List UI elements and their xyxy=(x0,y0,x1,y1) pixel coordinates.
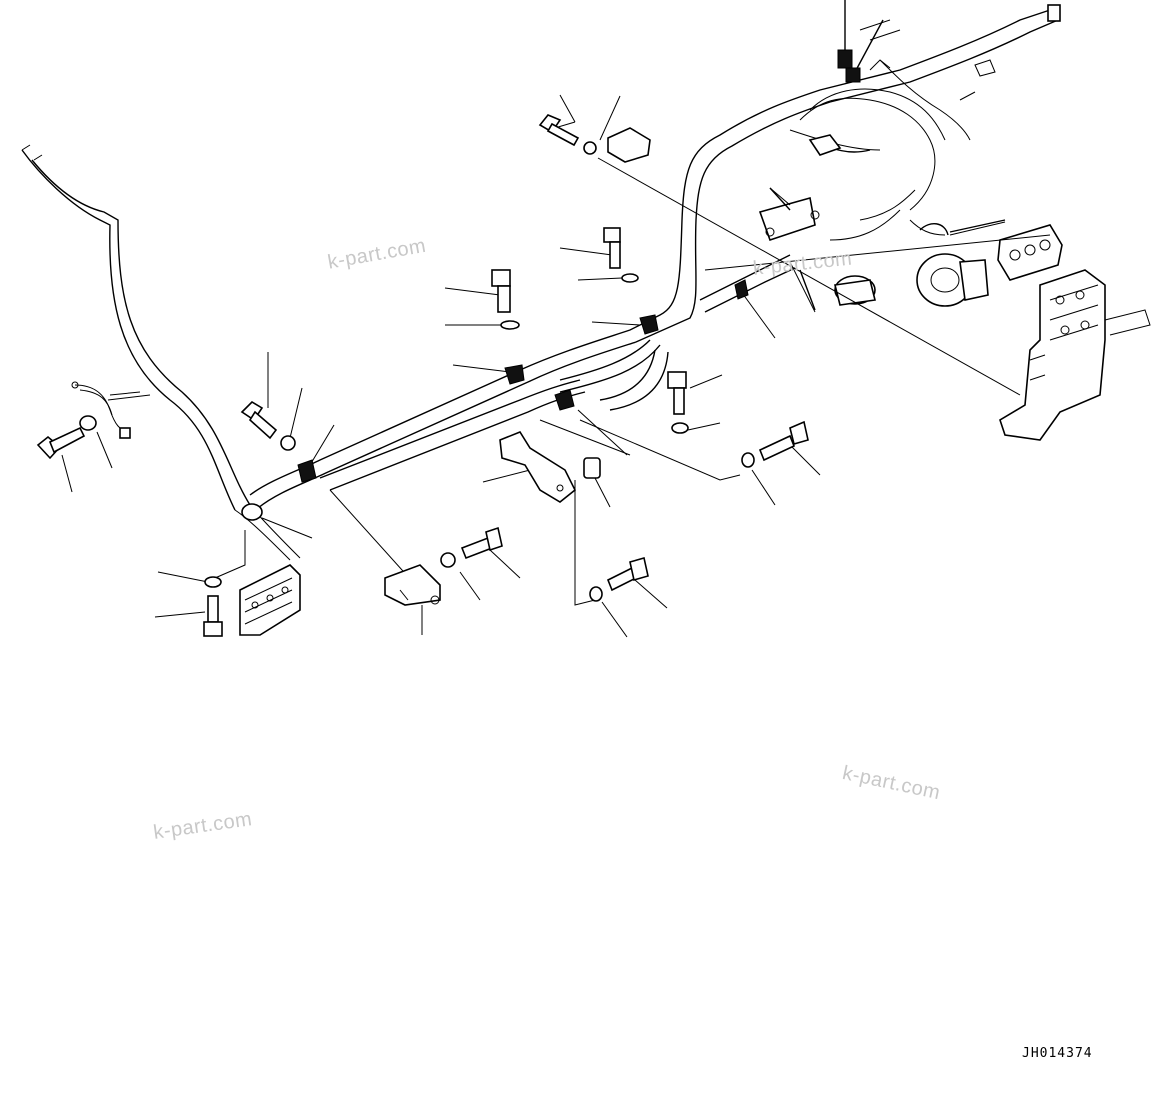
clamp-e xyxy=(241,503,263,521)
relay-bracket xyxy=(758,187,820,242)
washer-d xyxy=(79,415,97,431)
clamp-center-b xyxy=(554,389,575,411)
secondary-harness-cable xyxy=(319,254,796,491)
washer-c xyxy=(280,435,296,451)
bolt-e xyxy=(203,595,223,637)
clamp-b xyxy=(504,364,525,385)
clamp-c xyxy=(297,459,317,483)
bolt-i xyxy=(758,420,809,462)
main-harness-cable xyxy=(249,9,1059,509)
washer-f xyxy=(440,552,456,568)
spacer-center xyxy=(583,457,601,479)
left-pigtail-connector xyxy=(71,381,151,439)
washer-e xyxy=(204,576,222,588)
compressor-unit xyxy=(916,219,1006,307)
washer-b xyxy=(500,320,520,330)
clamp-right xyxy=(734,279,749,300)
washer-h xyxy=(671,422,689,434)
upper-right-harness xyxy=(789,19,996,241)
bolt-f xyxy=(460,526,503,560)
control-valve-block xyxy=(239,564,301,636)
washer-top-center xyxy=(583,141,597,155)
bolt-d xyxy=(36,426,86,460)
leader-lines xyxy=(61,94,1051,638)
bolt-a xyxy=(603,227,621,269)
drawing-code: JH014374 xyxy=(1022,1046,1093,1061)
left-harness-cable xyxy=(21,144,301,561)
clamp-center-a xyxy=(639,314,659,335)
bracket-center xyxy=(499,431,577,503)
washer-g xyxy=(589,586,603,602)
bolt-c xyxy=(240,400,278,440)
bolt-h xyxy=(667,371,687,415)
pump-valve-unit xyxy=(997,224,1063,281)
top-connectors xyxy=(837,0,1061,83)
bolt-b xyxy=(491,269,511,313)
washer-i xyxy=(741,452,755,468)
right-frame-structure xyxy=(999,269,1151,441)
bolt-g xyxy=(606,556,649,592)
cap-fitting-top xyxy=(607,127,651,163)
bolt-top-center xyxy=(538,114,580,147)
bracket-lower-left xyxy=(384,564,441,606)
washer-a xyxy=(621,273,639,283)
